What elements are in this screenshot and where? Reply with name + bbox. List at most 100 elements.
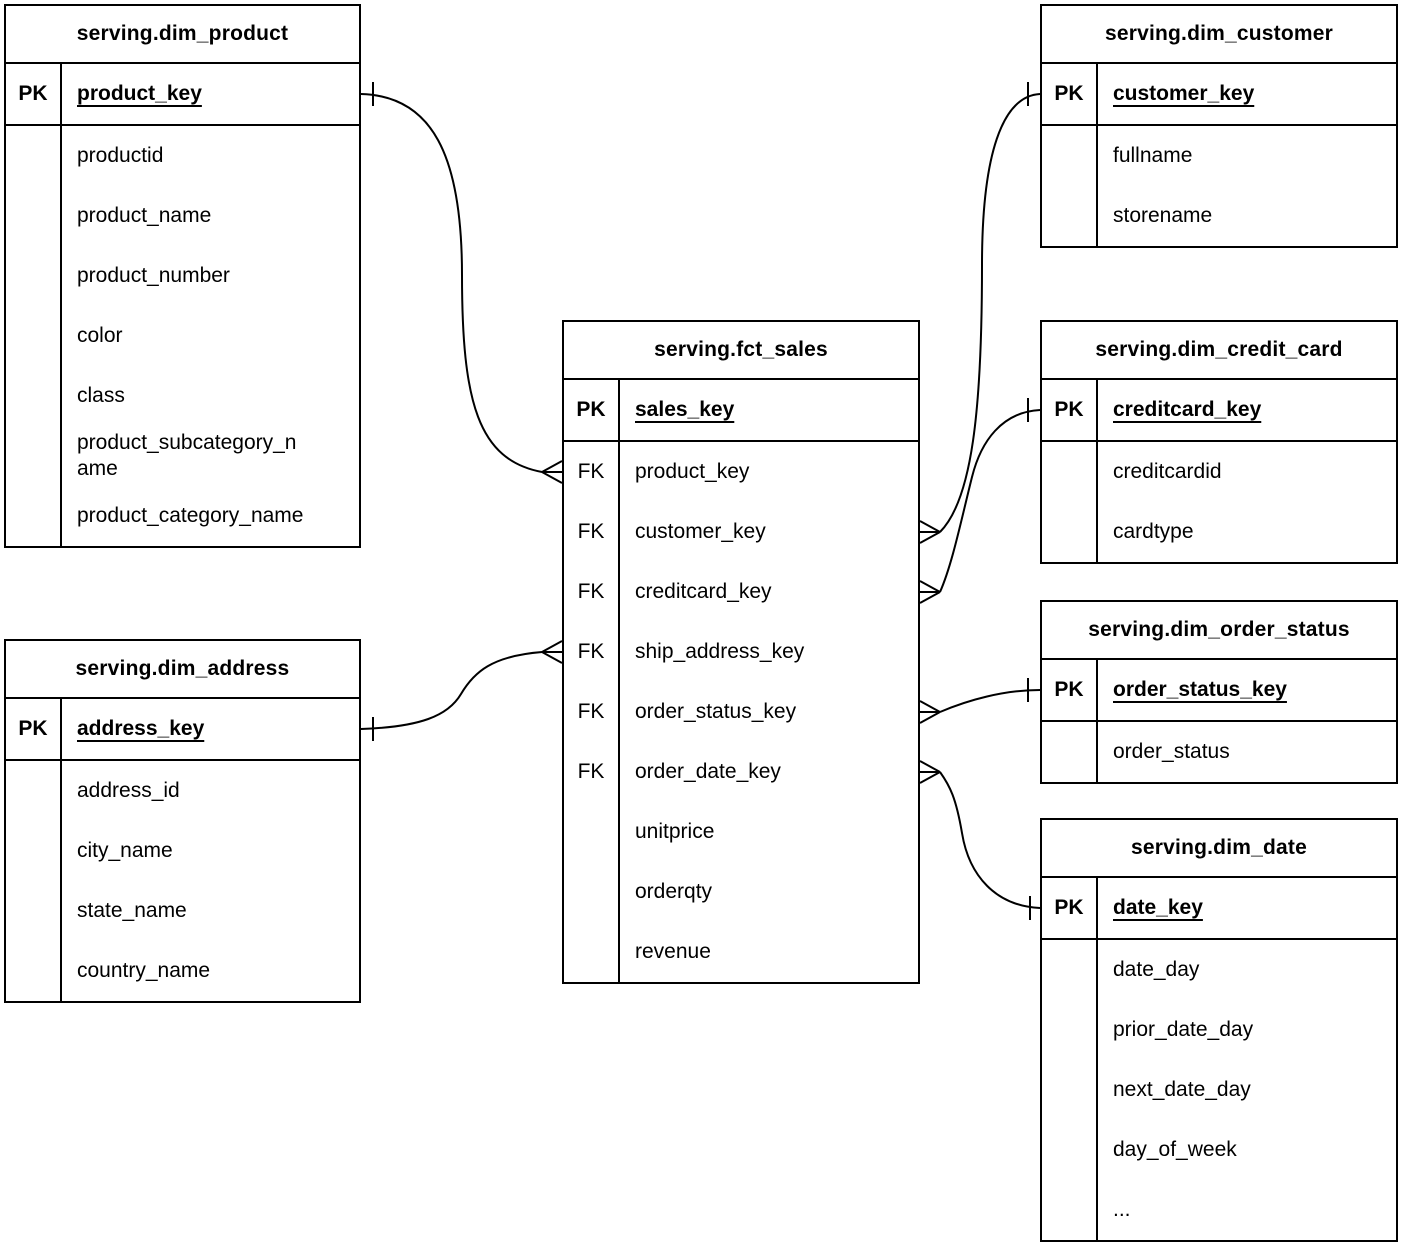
pk-field-name: creditcard_key <box>1113 398 1262 421</box>
field-row: ... <box>1042 1180 1396 1240</box>
pk-tag: PK <box>6 64 62 124</box>
pk-tag: PK <box>6 699 62 759</box>
field-tag: FK <box>564 622 620 682</box>
field-name: creditcard_key <box>635 580 772 603</box>
field-name: product_category_name <box>77 504 304 527</box>
field-name: product_name <box>77 204 212 227</box>
field-tag <box>6 126 62 186</box>
table-dim-order-status: serving.dim_order_status PK order_status… <box>1040 600 1398 784</box>
field-tag: FK <box>564 442 620 502</box>
pk-row: PK address_key <box>6 699 359 761</box>
field-name: date_day <box>1113 958 1200 981</box>
field-tag <box>6 941 62 1001</box>
pk-field: creditcard_key <box>1098 380 1396 440</box>
relationship-line <box>939 771 1041 909</box>
pk-field-name: address_key <box>77 717 205 740</box>
table-title: serving.dim_date <box>1042 820 1396 878</box>
field-tag <box>1042 1060 1098 1120</box>
table-title: serving.dim_customer <box>1042 6 1396 64</box>
relationship-orderstatus-sales <box>919 678 1041 724</box>
field-row: FK ship_address_key <box>564 622 918 682</box>
field-name: address_id <box>77 779 180 802</box>
field-name: country_name <box>77 959 211 982</box>
field-tag: FK <box>564 562 620 622</box>
field-tag <box>6 426 62 486</box>
relationship-line <box>360 93 543 473</box>
field-row: date_day <box>1042 940 1396 1000</box>
field-row: class <box>6 366 359 426</box>
field-tag <box>6 761 62 821</box>
field-name: city_name <box>77 839 173 862</box>
field-tag: FK <box>564 682 620 742</box>
field-row: next_date_day <box>1042 1060 1396 1120</box>
pk-row: PK customer_key <box>1042 64 1396 126</box>
table-dim-address: serving.dim_address PK address_key addre… <box>4 639 361 1003</box>
relationship-product-sales <box>360 82 563 484</box>
crow-foot-many-icon <box>919 520 941 544</box>
field-name: product_subcategory_name <box>77 431 297 480</box>
relationship-address-sales <box>360 640 563 741</box>
field-row: FK order_status_key <box>564 682 918 742</box>
field-row: order_status <box>1042 722 1396 782</box>
field-row: day_of_week <box>1042 1120 1396 1180</box>
field-name: storename <box>1113 204 1213 227</box>
field-row: cardtype <box>1042 502 1396 562</box>
field-row: storename <box>1042 186 1396 246</box>
table-dim-customer: serving.dim_customer PK customer_key ful… <box>1040 4 1398 248</box>
pk-field: order_status_key <box>1098 660 1396 720</box>
relationship-creditcard-sales <box>919 398 1041 604</box>
field-name: revenue <box>635 940 711 963</box>
field-row: FK creditcard_key <box>564 562 918 622</box>
relationship-line <box>939 409 1041 593</box>
crow-foot-many-icon <box>919 760 941 784</box>
field-tag <box>6 881 62 941</box>
field-name: product_number <box>77 264 230 287</box>
field-tag <box>1042 1120 1098 1180</box>
field-row: FK customer_key <box>564 502 918 562</box>
relationship-date-sales <box>919 760 1041 920</box>
field-name: state_name <box>77 899 187 922</box>
field-tag <box>6 821 62 881</box>
pk-tag: PK <box>1042 660 1098 720</box>
field-name: order_date_key <box>635 760 781 783</box>
crow-foot-many-icon <box>919 580 941 604</box>
pk-field-name: order_status_key <box>1113 678 1287 701</box>
field-row: fullname <box>1042 126 1396 186</box>
field-tag <box>6 186 62 246</box>
field-name: creditcardid <box>1113 460 1222 483</box>
field-row: address_id <box>6 761 359 821</box>
field-name: ship_address_key <box>635 640 805 663</box>
field-row: FK product_key <box>564 442 918 502</box>
table-title: serving.fct_sales <box>564 322 918 380</box>
field-tag <box>6 366 62 426</box>
pk-row: PK creditcard_key <box>1042 380 1396 442</box>
field-row: creditcardid <box>1042 442 1396 502</box>
pk-field: customer_key <box>1098 64 1396 124</box>
field-row: product_subcategory_name <box>6 426 359 486</box>
relationship-line <box>360 651 543 730</box>
field-tag <box>1042 940 1098 1000</box>
table-dim-date: serving.dim_date PK date_key date_day pr… <box>1040 818 1398 1242</box>
table-dim-product: serving.dim_product PK product_key produ… <box>4 4 361 548</box>
crow-foot-many-icon <box>541 460 563 484</box>
field-tag <box>1042 186 1098 246</box>
field-name: class <box>77 384 125 407</box>
field-tag: FK <box>564 502 620 562</box>
field-name: ... <box>1113 1198 1131 1221</box>
pk-field-name: sales_key <box>635 398 735 421</box>
field-tag <box>1042 1000 1098 1060</box>
pk-tag: PK <box>1042 380 1098 440</box>
field-tag <box>564 922 620 982</box>
field-row: country_name <box>6 941 359 1001</box>
field-row: city_name <box>6 821 359 881</box>
pk-field: date_key <box>1098 878 1396 938</box>
field-tag <box>1042 126 1098 186</box>
pk-field-name: date_key <box>1113 896 1203 919</box>
field-tag <box>1042 502 1098 562</box>
table-title: serving.dim_address <box>6 641 359 699</box>
field-row: orderqty <box>564 862 918 922</box>
field-name: next_date_day <box>1113 1078 1251 1101</box>
field-tag <box>564 862 620 922</box>
pk-tag: PK <box>1042 878 1098 938</box>
